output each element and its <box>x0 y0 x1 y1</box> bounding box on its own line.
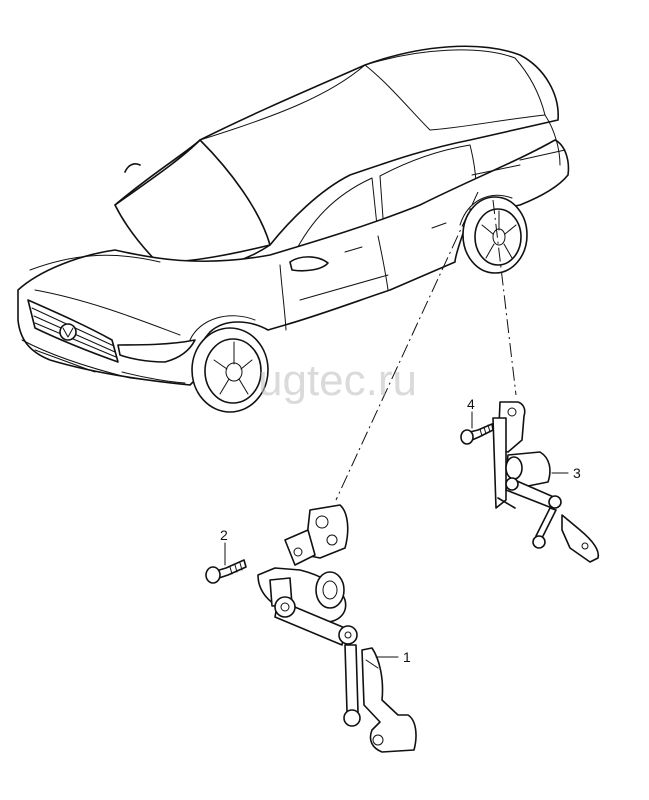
level-sensor-part-1 <box>257 504 417 753</box>
leader-line-part-1 <box>335 191 479 501</box>
bolt-part-4 <box>460 423 494 445</box>
callout-number-3: 3 <box>573 465 581 481</box>
vehicle-illustration <box>17 45 570 413</box>
callout-number-1: 1 <box>403 649 411 665</box>
callout-number-4: 4 <box>467 396 475 412</box>
watermark: ugtec.ru <box>258 356 417 405</box>
level-sensor-part-3 <box>492 401 600 563</box>
leader-line-part-3 <box>492 199 517 396</box>
callout-number-2: 2 <box>220 527 228 543</box>
bolt-part-2 <box>205 559 247 584</box>
